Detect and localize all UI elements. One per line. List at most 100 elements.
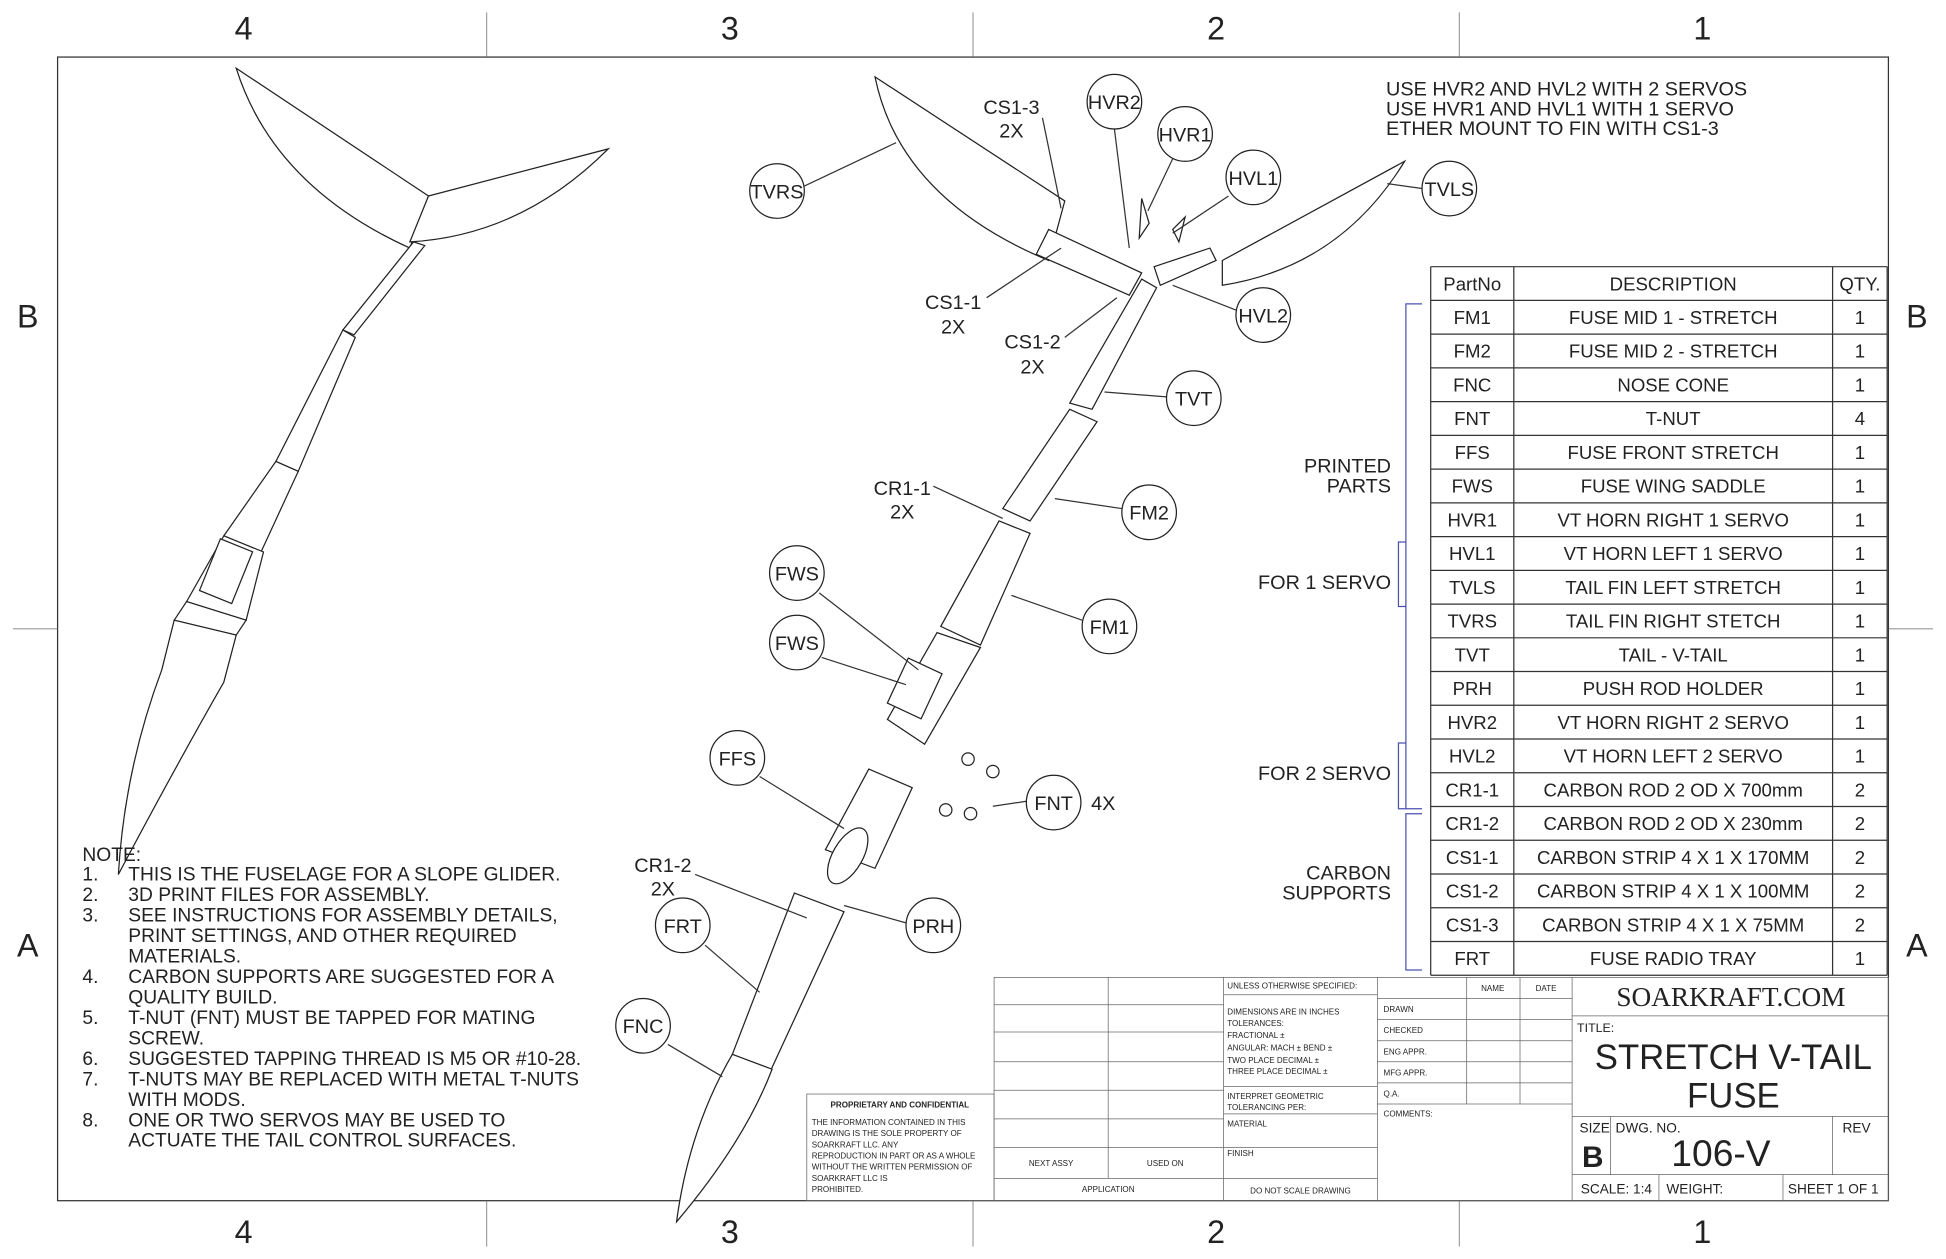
part-description: TAIL FIN RIGHT STETCH	[1566, 611, 1781, 632]
svg-text:FWS: FWS	[775, 564, 819, 586]
balloon-hvr1: HVR1	[1157, 106, 1214, 162]
zone-label: A	[17, 927, 39, 963]
part-number: TVLS	[1449, 577, 1496, 598]
part-qty: 1	[1855, 307, 1865, 328]
part-description: CARBON STRIP 4 X 1 X 170MM	[1537, 847, 1809, 868]
scale-label: SCALE: 1:4	[1581, 1181, 1653, 1196]
note-item: 1.THIS IS THE FUSELAGE FOR A SLOPE GLIDE…	[82, 865, 560, 886]
note-item: SCREW.	[128, 1028, 204, 1049]
part-number: TVT	[1455, 644, 1490, 665]
zone-label: 3	[721, 11, 739, 47]
note-item: 2.3D PRINT FILES FOR ASSEMBLY.	[82, 885, 429, 906]
part-number: PRH	[1453, 678, 1492, 699]
company-name: SOARKRAFT.COM	[1616, 982, 1845, 1012]
note-item: ACTUATE THE TAIL CONTROL SURFACES.	[128, 1131, 516, 1152]
used-on-label: USED ON	[1147, 1159, 1184, 1168]
note-item: PRINT SETTINGS, AND OTHER REQUIRED	[128, 926, 516, 947]
note-text: WITH MODS.	[128, 1090, 245, 1111]
note-line: ETHER MOUNT TO FIN WITH CS1-3	[1386, 118, 1719, 140]
material-label: MATERIAL	[1227, 1119, 1267, 1128]
note-item: 8.ONE OR TWO SERVOS MAY BE USED TO	[82, 1110, 505, 1131]
balloon-fws: FWS	[768, 614, 825, 671]
part-description: FUSE MID 2 - STRETCH	[1569, 341, 1778, 362]
part-number: CS1-3	[1446, 914, 1499, 935]
part-number: CS1-1	[1446, 847, 1499, 868]
rev-label: REV	[1843, 1120, 1872, 1135]
note-text: MATERIALS.	[128, 947, 241, 968]
part-qty: 1	[1855, 712, 1865, 733]
zone-label: 1	[1693, 1214, 1711, 1250]
proprietary-text: REPRODUCTION IN PART OR AS A WHOLE	[812, 1152, 976, 1161]
no-scale-label: DO NOT SCALE DRAWING	[1250, 1186, 1351, 1195]
part-qty: 2	[1855, 881, 1865, 902]
zone-label: 1	[1693, 11, 1711, 47]
proprietary-text: SOARKRAFT LLC IS	[812, 1174, 888, 1183]
part-qty: 2	[1855, 914, 1865, 935]
svg-text:TVRS: TVRS	[751, 181, 804, 203]
part-description: NOSE CONE	[1617, 374, 1729, 395]
title-label: TITLE:	[1577, 1021, 1614, 1035]
svg-text:FM2: FM2	[1129, 503, 1169, 525]
part-qty: 1	[1855, 543, 1865, 564]
part-description: VT HORN RIGHT 2 SERVO	[1557, 712, 1788, 733]
title-block: PROPRIETARY AND CONFIDENTIAL THE INFORMA…	[806, 977, 1889, 1202]
part-description: FUSE RADIO TRAY	[1590, 948, 1757, 969]
balloon-fnc: FNC	[615, 997, 671, 1054]
zone-label: A	[1906, 927, 1928, 963]
part-description: TAIL FIN LEFT STRETCH	[1565, 577, 1781, 598]
part-description: VT HORN LEFT 2 SERVO	[1564, 746, 1783, 767]
group-label: PRINTED	[1304, 456, 1391, 478]
notes-heading: NOTE:	[82, 845, 141, 866]
balloon-hvr2: HVR2	[1086, 73, 1143, 130]
part-description: CARBON STRIP 4 X 1 X 100MM	[1537, 881, 1809, 902]
note-text: CARBON SUPPORTS ARE SUGGESTED FOR A	[128, 967, 554, 988]
svg-text:PRH: PRH	[912, 916, 954, 938]
tolerance-line: DIMENSIONS ARE IN INCHES	[1227, 1008, 1339, 1017]
note-number: 1.	[82, 865, 98, 886]
note-number: 5.	[82, 1008, 98, 1029]
part-qty: 2	[1855, 779, 1865, 800]
table-header: DESCRIPTION	[1610, 273, 1737, 294]
note-text: T-NUTS MAY BE REPLACED WITH METAL T-NUTS	[128, 1069, 579, 1090]
group-label: PARTS	[1327, 475, 1391, 497]
fnt-qty: 4X	[1091, 793, 1115, 815]
dwg-no-label: DWG. NO.	[1616, 1120, 1681, 1135]
part-number: FWS	[1452, 476, 1493, 497]
part-qty: 1	[1855, 746, 1865, 767]
role-label: CHECKED	[1384, 1026, 1424, 1035]
svg-text:HVR1: HVR1	[1159, 124, 1212, 146]
part-description: FUSE WING SADDLE	[1581, 476, 1766, 497]
drawing-number: 106-V	[1671, 1132, 1770, 1174]
svg-text:FRT: FRT	[664, 916, 702, 938]
sheet-size: B	[1582, 1141, 1604, 1174]
callout-qty: 2X	[941, 317, 965, 339]
part-number: FNC	[1453, 374, 1491, 395]
assembled-fuselage-view	[117, 66, 611, 875]
part-description: VT HORN LEFT 1 SERVO	[1564, 543, 1783, 564]
callout-cs11: CS1-1	[925, 292, 981, 314]
part-number: CS1-2	[1446, 881, 1499, 902]
note-text: SCREW.	[128, 1028, 204, 1049]
part-number: HVL2	[1449, 746, 1496, 767]
servo-note: USE HVR2 AND HVL2 WITH 2 SERVOS USE HVR1…	[1386, 79, 1747, 141]
note-item: 7.T-NUTS MAY BE REPLACED WITH METAL T-NU…	[82, 1069, 579, 1090]
balloons: TVRS HVR2 HVR1 HVL1 TVLS HVL2 TVT FM2 FW…	[615, 73, 1478, 1054]
table-row: HVL2 VT HORN LEFT 2 SERVO 1	[1449, 746, 1865, 767]
balloon-fm1: FM1	[1081, 598, 1138, 655]
part-qty: 4	[1855, 408, 1865, 429]
part-qty: 1	[1855, 442, 1865, 463]
svg-text:TVLS: TVLS	[1425, 179, 1475, 201]
balloon-hvl2: HVL2	[1235, 287, 1292, 343]
part-number: CR1-1	[1445, 779, 1499, 800]
group-label: FOR 2 SERVO	[1258, 763, 1391, 785]
zone-label: 4	[235, 1214, 253, 1250]
callout-cs12: CS1-2	[1004, 332, 1060, 354]
part-description: CARBON ROD 2 OD X 230mm	[1544, 813, 1803, 834]
part-description: CARBON ROD 2 OD X 700mm	[1544, 779, 1803, 800]
tolerance-line: ANGULAR: MACH ± BEND ±	[1227, 1044, 1333, 1053]
